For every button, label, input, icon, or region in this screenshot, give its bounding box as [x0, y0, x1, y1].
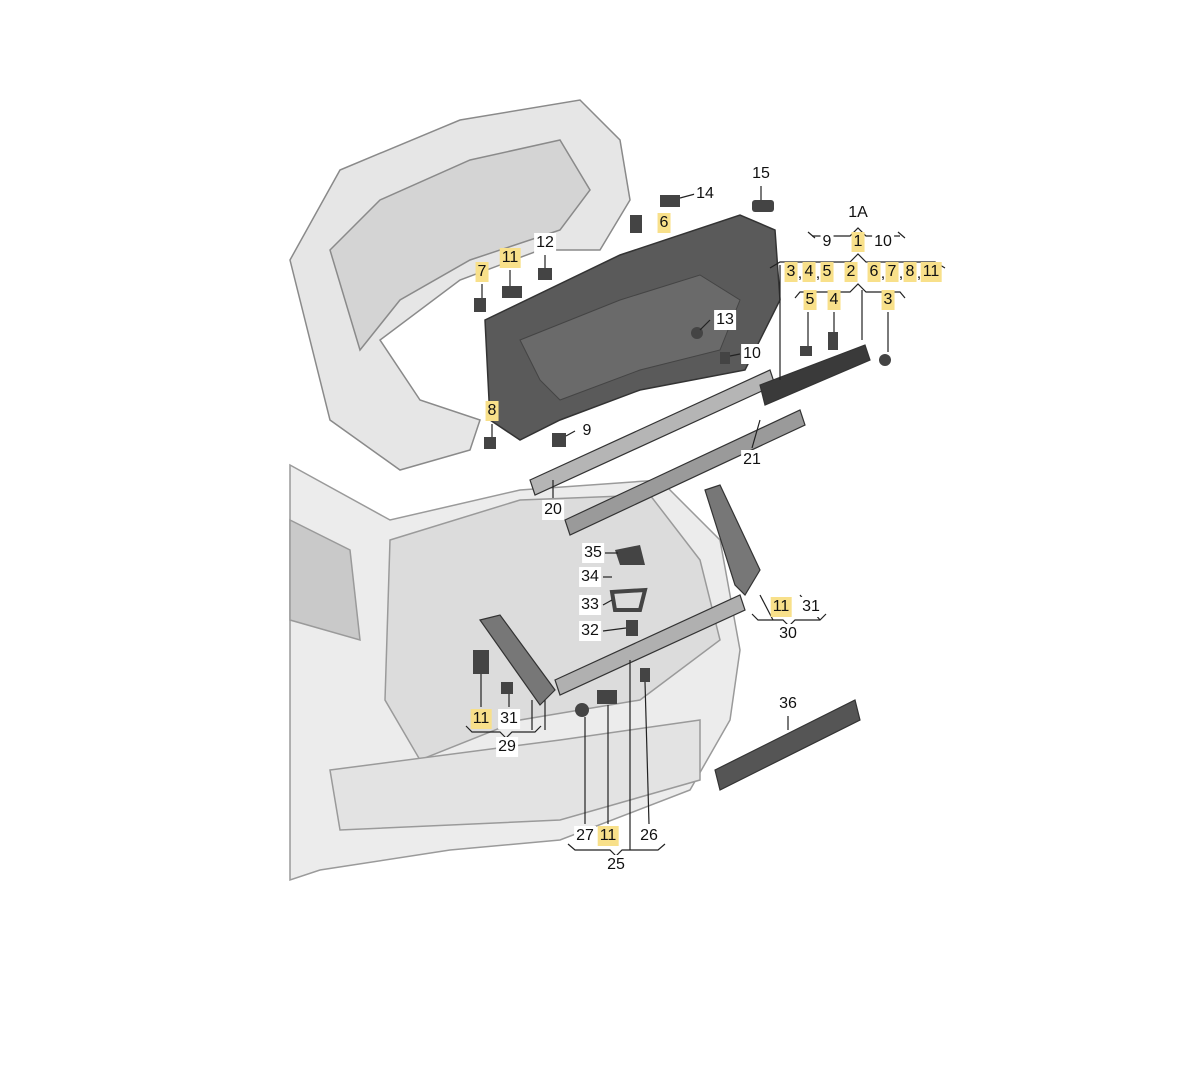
callout-10: 10 — [872, 232, 894, 252]
callout-9: 9 — [820, 232, 834, 252]
car-body — [289, 463, 741, 882]
separator: , — [797, 265, 803, 282]
callout-34: 34 — [579, 567, 601, 587]
callout-21: 21 — [741, 450, 763, 470]
callout-26: 26 — [638, 826, 660, 846]
separator: , — [898, 265, 904, 282]
callout-8: 8 — [485, 401, 499, 421]
separator: , — [916, 265, 922, 282]
callout-15: 15 — [750, 164, 772, 184]
separator: , — [880, 265, 886, 282]
callout-10: 10 — [741, 344, 763, 364]
callout-14: 14 — [694, 184, 716, 204]
callout-20: 20 — [542, 500, 564, 520]
callout-6: 6 — [867, 262, 881, 282]
callout-12: 12 — [534, 233, 556, 253]
callout-31: 31 — [800, 597, 822, 617]
callout-30: 30 — [777, 624, 799, 644]
callout-31: 31 — [498, 709, 520, 729]
callout-1a: 1A — [846, 203, 870, 223]
tailgate-frame — [289, 99, 631, 471]
callout-4: 4 — [827, 290, 841, 310]
tailgate-trim-panel — [484, 214, 781, 441]
callout-6: 6 — [657, 213, 671, 233]
separator: , — [815, 265, 821, 282]
callout-35: 35 — [582, 543, 604, 563]
callout-11: 11 — [770, 597, 792, 617]
callout-5: 5 — [820, 262, 834, 282]
callout-32: 32 — [579, 621, 601, 641]
trim-strips — [479, 344, 871, 791]
callout-7: 7 — [475, 262, 489, 282]
callout-27: 27 — [574, 826, 596, 846]
callout-4: 4 — [802, 262, 816, 282]
callout-11: 11 — [597, 826, 619, 846]
callout-9: 9 — [580, 421, 594, 441]
callout-29: 29 — [496, 737, 518, 757]
callout-13: 13 — [714, 310, 736, 330]
callout-3: 3 — [784, 262, 798, 282]
callout-5: 5 — [803, 290, 817, 310]
callout-1: 1 — [851, 232, 865, 252]
callout-2: 2 — [844, 262, 858, 282]
callout-11: 11 — [470, 709, 492, 729]
clips — [473, 195, 891, 717]
callout-7: 7 — [885, 262, 899, 282]
callout-3: 3 — [881, 290, 895, 310]
callout-36: 36 — [777, 694, 799, 714]
callout-11: 11 — [499, 248, 521, 268]
callout-8: 8 — [903, 262, 917, 282]
callout-11: 11 — [920, 262, 942, 282]
callout-25: 25 — [605, 855, 627, 875]
callout-33: 33 — [579, 595, 601, 615]
